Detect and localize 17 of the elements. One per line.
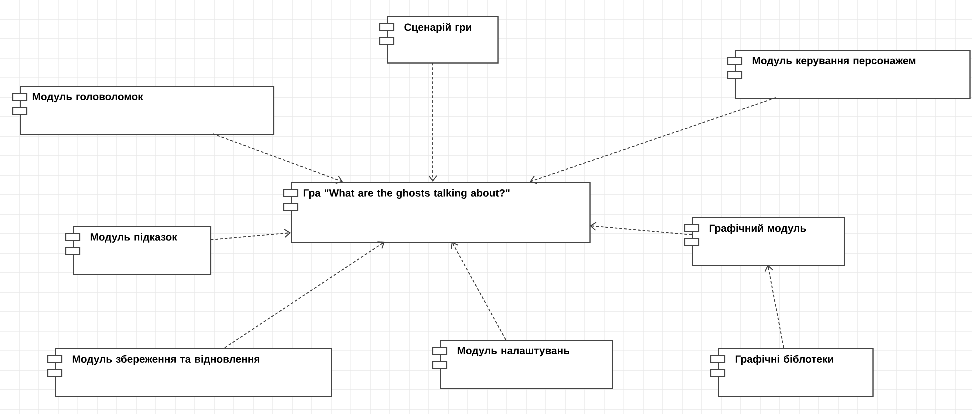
dependency-arrow — [530, 98, 776, 184]
dependency-arrow — [764, 265, 784, 348]
dependency-arrow — [450, 242, 506, 340]
component-box: Модуль збереження та відновлення — [47, 348, 332, 398]
component-box: Сценарій гри — [379, 16, 499, 64]
component-box: Гра "What are the ghosts talking about?" — [283, 182, 591, 244]
dependency-arrow — [590, 222, 692, 236]
dependency-arrow — [212, 134, 343, 184]
dependency-arrow — [210, 229, 292, 240]
component-box: Модуль головоломок — [12, 86, 275, 136]
component-box: Модуль підказок — [65, 226, 212, 276]
dependency-arrow — [224, 242, 385, 348]
component-box: Графічний модуль — [684, 217, 846, 266]
component-box: Модуль керування персонажем — [727, 50, 971, 100]
dependency-arrow — [428, 62, 438, 182]
component-box: Модуль налаштувань — [432, 340, 614, 390]
component-box: Графічні біблотеки — [710, 348, 874, 398]
